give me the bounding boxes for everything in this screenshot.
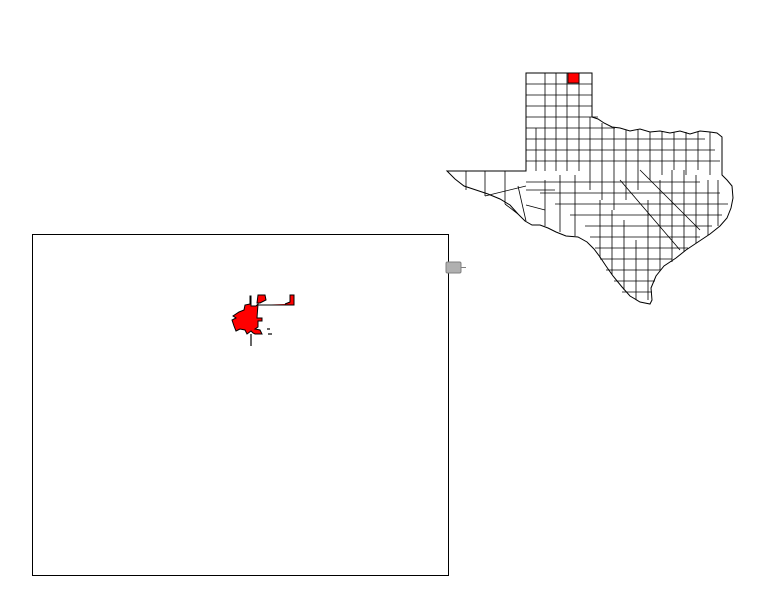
city-main-shape bbox=[231, 295, 263, 335]
city-annex-east bbox=[258, 294, 295, 306]
county-grid-west bbox=[465, 171, 555, 222]
city-area bbox=[231, 294, 295, 346]
inset-connector-tab bbox=[445, 261, 466, 274]
state-inset bbox=[445, 72, 734, 305]
highlighted-county bbox=[567, 72, 580, 84]
county-grid-central bbox=[526, 169, 728, 300]
county-outline bbox=[32, 234, 449, 576]
county-grid-panhandle bbox=[526, 73, 720, 210]
city-annex-north bbox=[256, 294, 267, 304]
county-panel bbox=[32, 234, 449, 576]
